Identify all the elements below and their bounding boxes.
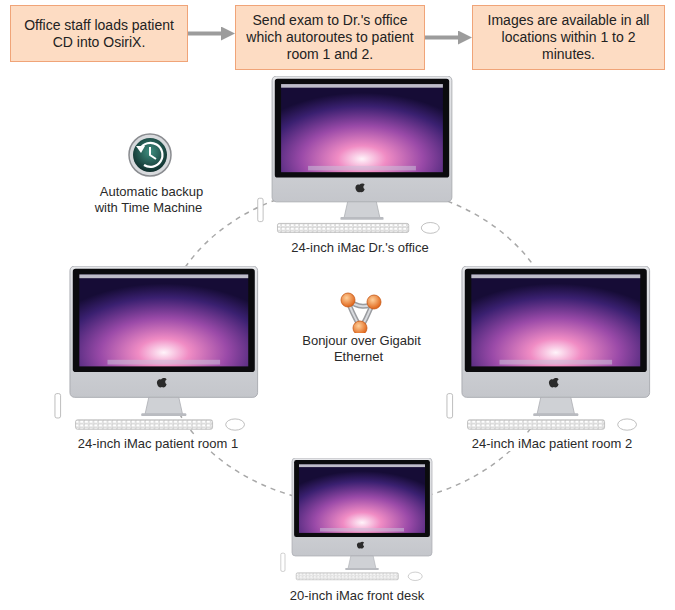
caption-text: 24-inch iMac Dr.'s office bbox=[288, 240, 431, 255]
flow-arrow bbox=[425, 36, 466, 40]
caption-label: 20-inch iMac front desk bbox=[237, 588, 477, 604]
caption-label: Automatic backup with Time Machine bbox=[85, 184, 215, 216]
caption-label: 24-inch iMac patient room 2 bbox=[432, 436, 672, 452]
imac-front-desk bbox=[281, 458, 432, 581]
imac-room-1 bbox=[55, 266, 258, 430]
process-box: Office staff loads patient CD into Osiri… bbox=[10, 5, 188, 62]
box-text: Office staff loads patient CD into Osiri… bbox=[21, 17, 177, 51]
bonjour-icon bbox=[341, 293, 381, 335]
caption-text: 20-inch iMac front desk bbox=[287, 588, 427, 603]
caption-label: 24-inch iMac Dr.'s office bbox=[240, 240, 480, 256]
caption-text: Bonjour over Gigabit Ethernet bbox=[299, 333, 421, 364]
caption-label: Bonjour over Gigabit Ethernet bbox=[298, 333, 423, 365]
flow-arrow bbox=[188, 32, 229, 36]
box-text: Send exam to Dr.'s office which autorout… bbox=[246, 12, 414, 63]
imac-doctor bbox=[258, 76, 452, 233]
caption-label: 24-inch iMac patient room 1 bbox=[38, 436, 278, 452]
process-box: Send exam to Dr.'s office which autorout… bbox=[235, 5, 425, 70]
time-machine-icon bbox=[129, 134, 171, 176]
caption-text: 24-inch iMac patient room 1 bbox=[75, 436, 241, 451]
imac-room-2 bbox=[447, 266, 650, 430]
caption-text: Automatic backup with Time Machine bbox=[95, 184, 206, 215]
caption-text: 24-inch iMac patient room 2 bbox=[469, 436, 635, 451]
process-box: Images are available in all locations wi… bbox=[472, 5, 665, 70]
box-text: Images are available in all locations wi… bbox=[483, 12, 654, 63]
